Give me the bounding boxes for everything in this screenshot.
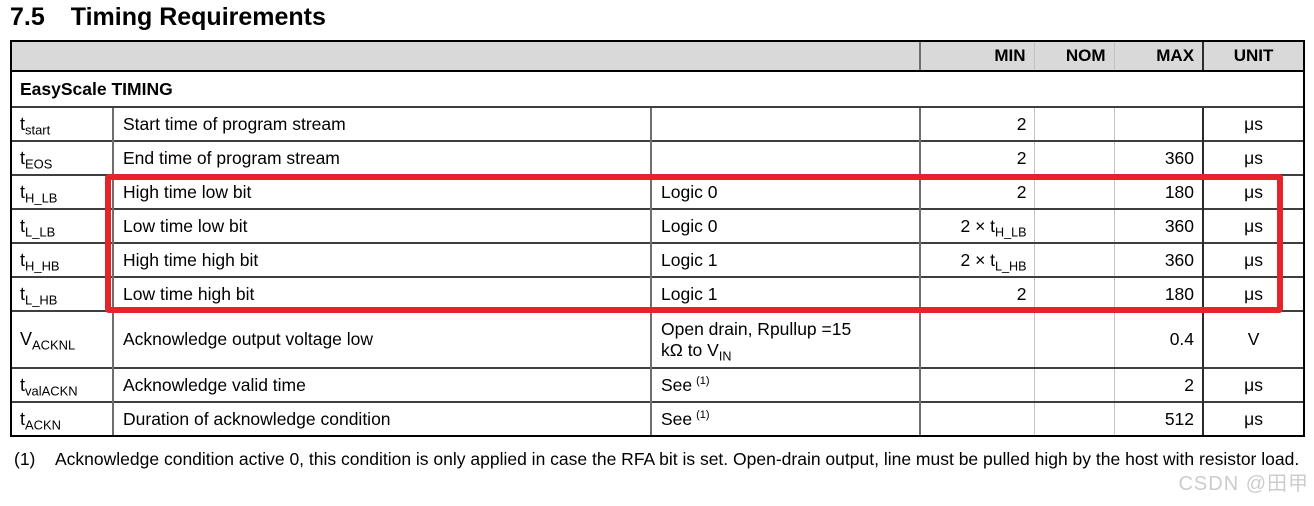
max-value: 360 — [1113, 140, 1204, 175]
param-description: Duration of acknowledge condition — [112, 401, 651, 437]
nom-value — [1033, 310, 1115, 368]
param-condition: Logic 1 — [649, 242, 921, 277]
unit-value: μs — [1202, 140, 1306, 175]
max-value — [1113, 106, 1204, 141]
param-symbol: tEOS — [10, 140, 113, 175]
param-description: Low time high bit — [112, 276, 651, 311]
table-row: tL_HB Low time high bit Logic 1 2 180 μs — [10, 276, 1306, 311]
param-symbol: tH_HB — [10, 242, 113, 277]
param-description: End time of program stream — [112, 140, 651, 175]
nom-value — [1033, 140, 1115, 175]
max-value: 360 — [1113, 242, 1204, 277]
min-value: 2 — [919, 276, 1035, 311]
nom-value — [1033, 174, 1115, 209]
header-min: MIN — [919, 40, 1035, 72]
param-description: Acknowledge valid time — [112, 367, 651, 402]
param-condition: See(1) — [649, 401, 921, 437]
table-row: tEOS End time of program stream 2 360 μs — [10, 140, 1306, 175]
min-value: 2 × tH_LB — [919, 208, 1035, 243]
table-row: tH_HB High time high bit Logic 1 2 × tL_… — [10, 242, 1306, 277]
footnote-ref: (1) — [696, 374, 710, 387]
table-row: VACKNL Acknowledge output voltage low Op… — [10, 310, 1306, 368]
param-symbol: tvalACKN — [10, 367, 113, 402]
param-symbol: tH_LB — [10, 174, 113, 209]
unit-value: μs — [1202, 242, 1306, 277]
footnote: (1) Acknowledge condition active 0, this… — [14, 448, 1306, 471]
unit-value: μs — [1202, 106, 1306, 141]
csdn-watermark: CSDN @田甲 — [1178, 473, 1309, 495]
unit-value: μs — [1202, 174, 1306, 209]
unit-value: μs — [1202, 276, 1306, 311]
table-row: tL_LB Low time low bit Logic 0 2 × tH_LB… — [10, 208, 1306, 243]
nom-value — [1033, 242, 1115, 277]
param-condition: Open drain, Rpullup =15 kΩ to VIN — [649, 310, 921, 368]
min-value: 2 — [919, 174, 1035, 209]
param-condition — [649, 140, 921, 175]
table-header-row: MIN NOM MAX UNIT — [9, 40, 1306, 72]
param-description: High time low bit — [112, 174, 651, 209]
section-title-text: Timing Requirements — [70, 3, 326, 31]
section-header-row: EasyScale TIMING — [9, 70, 1306, 107]
param-symbol: tL_LB — [10, 208, 113, 243]
max-value: 360 — [1113, 208, 1204, 243]
unit-value: V — [1202, 310, 1306, 368]
footnote-marker: (1) — [14, 449, 36, 469]
section-number: 7.5 — [10, 3, 45, 31]
max-value: 0.4 — [1113, 310, 1204, 368]
min-value: 2 × tL_HB — [919, 242, 1035, 277]
table-row: tH_LB High time low bit Logic 0 2 180 μs — [10, 174, 1306, 209]
param-condition: See(1) — [649, 367, 921, 402]
param-condition: Logic 1 — [649, 276, 921, 311]
max-value: 2 — [1113, 367, 1204, 402]
min-value: 2 — [919, 140, 1035, 175]
section-header-label: EasyScale TIMING — [9, 70, 1306, 107]
param-description: Low time low bit — [112, 208, 651, 243]
table-row: tstart Start time of program stream 2 μs — [10, 106, 1306, 141]
max-value: 180 — [1113, 174, 1204, 209]
timing-requirements-table: MIN NOM MAX UNIT EasyScale TIMING tstart… — [9, 40, 1306, 437]
table-row: tvalACKN Acknowledge valid time See(1) 2… — [10, 367, 1306, 402]
nom-value — [1033, 276, 1115, 311]
param-symbol: tL_HB — [10, 276, 113, 311]
min-value — [919, 401, 1035, 437]
nom-value — [1033, 106, 1115, 141]
footnote-text: Acknowledge condition active 0, this con… — [55, 449, 1300, 469]
header-max: MAX — [1113, 40, 1204, 72]
header-unit: UNIT — [1202, 40, 1306, 72]
header-empty-cell — [9, 40, 921, 72]
footnote-ref: (1) — [696, 408, 710, 421]
param-description: High time high bit — [112, 242, 651, 277]
nom-value — [1033, 208, 1115, 243]
section-title: 7.5 Timing Requirements — [10, 3, 326, 32]
param-symbol: VACKNL — [10, 310, 113, 368]
max-value: 180 — [1113, 276, 1204, 311]
min-value: 2 — [919, 106, 1035, 141]
header-nom: NOM — [1033, 40, 1115, 72]
unit-value: μs — [1202, 367, 1306, 402]
min-value — [919, 310, 1035, 368]
unit-value: μs — [1202, 401, 1306, 437]
max-value: 512 — [1113, 401, 1204, 437]
nom-value — [1033, 401, 1115, 437]
param-description: Acknowledge output voltage low — [112, 310, 651, 368]
param-condition: Logic 0 — [649, 174, 921, 209]
table-row: tACKN Duration of acknowledge condition … — [10, 401, 1306, 437]
nom-value — [1033, 367, 1115, 402]
param-symbol: tstart — [10, 106, 113, 141]
param-condition — [649, 106, 921, 141]
unit-value: μs — [1202, 208, 1306, 243]
param-symbol: tACKN — [10, 401, 113, 437]
min-value — [919, 367, 1035, 402]
param-condition: Logic 0 — [649, 208, 921, 243]
param-description: Start time of program stream — [112, 106, 651, 141]
